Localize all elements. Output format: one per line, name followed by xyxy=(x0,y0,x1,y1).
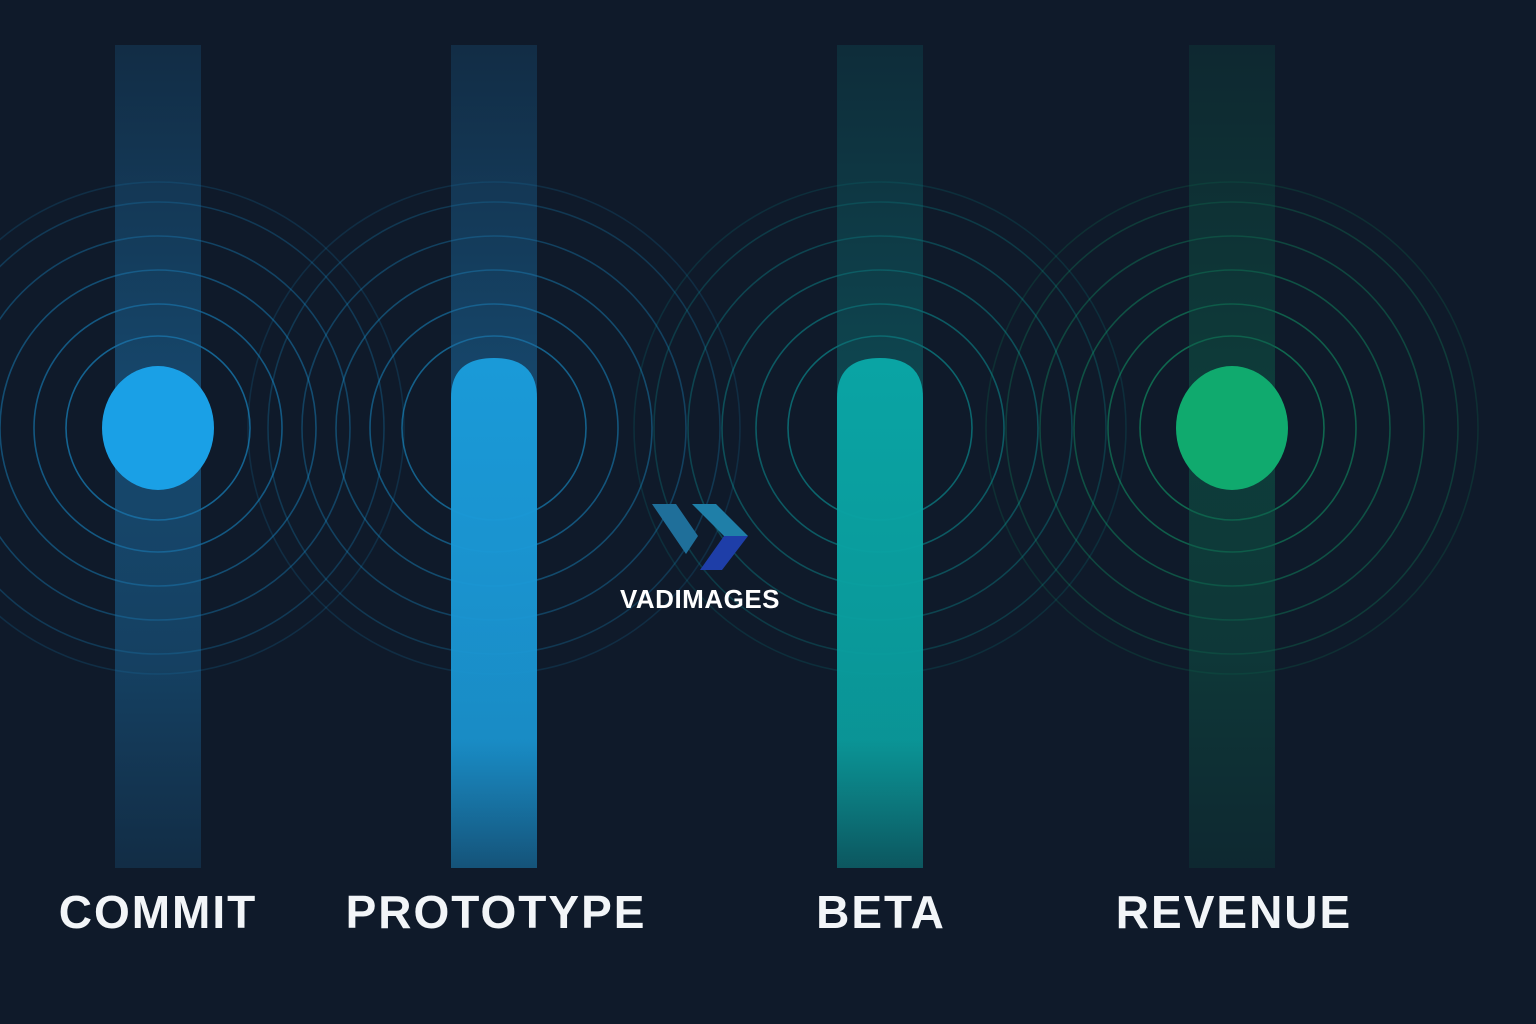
stage-label-revenue: REVENUE xyxy=(1115,886,1353,938)
double-chevron-logo-icon xyxy=(652,504,748,570)
stage-label-beta: BETA xyxy=(816,886,946,938)
dot-commit xyxy=(102,366,214,490)
vadimages-logo: VADIMAGES xyxy=(600,496,800,626)
fill-beta xyxy=(837,358,923,868)
stage-label-commit: COMMIT xyxy=(58,886,258,938)
stage-label-prototype: PROTOTYPE xyxy=(345,886,647,938)
logo-wordmark: VADIMAGES xyxy=(619,584,781,614)
fill-prototype xyxy=(451,358,537,868)
dot-revenue xyxy=(1176,366,1288,490)
